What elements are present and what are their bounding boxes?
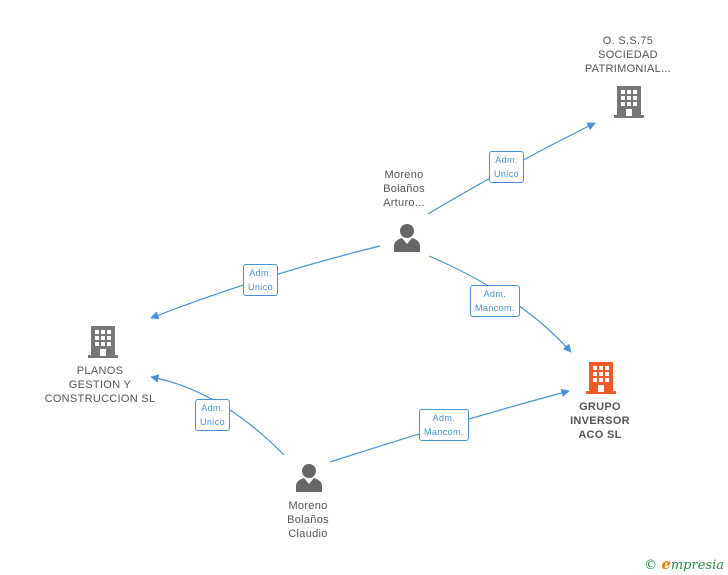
edge-label-arturo-planos[interactable]: Adm. Unico <box>243 264 279 296</box>
person-icon[interactable] <box>294 462 324 492</box>
brand-name: mpresia <box>670 558 724 573</box>
node-label-planos[interactable]: PLANOS GESTION Y CONSTRUCCION SL <box>44 365 156 405</box>
node-label-grupo[interactable]: GRUPO INVERSOR ACO SL <box>570 401 630 441</box>
building-icon-highlighted[interactable] <box>586 360 616 394</box>
building-icon[interactable] <box>614 84 644 118</box>
edge-label-claudio-grupo[interactable]: Adm. Mancom. <box>419 409 469 441</box>
edge-label-arturo-oss75[interactable]: Adm. Unico <box>489 151 525 183</box>
node-label-oss75[interactable]: O. S.S.75 SOCIEDAD PATRIMONIAL... <box>584 35 672 75</box>
building-icon[interactable] <box>88 324 118 358</box>
person-icon[interactable] <box>392 222 422 252</box>
node-label-arturo[interactable]: Moreno Bolaños Arturo... <box>383 169 425 209</box>
copyright-icon: © <box>644 558 658 573</box>
node-label-claudio[interactable]: Moreno Bolaños Claudio <box>287 500 329 540</box>
brand-initial: e <box>661 555 671 573</box>
edge-label-claudio-planos[interactable]: Adm. Unico <box>195 399 231 431</box>
edge-label-arturo-grupo[interactable]: Adm. Mancom. <box>470 285 520 317</box>
empresia-brand[interactable]: © empresia <box>644 555 724 573</box>
